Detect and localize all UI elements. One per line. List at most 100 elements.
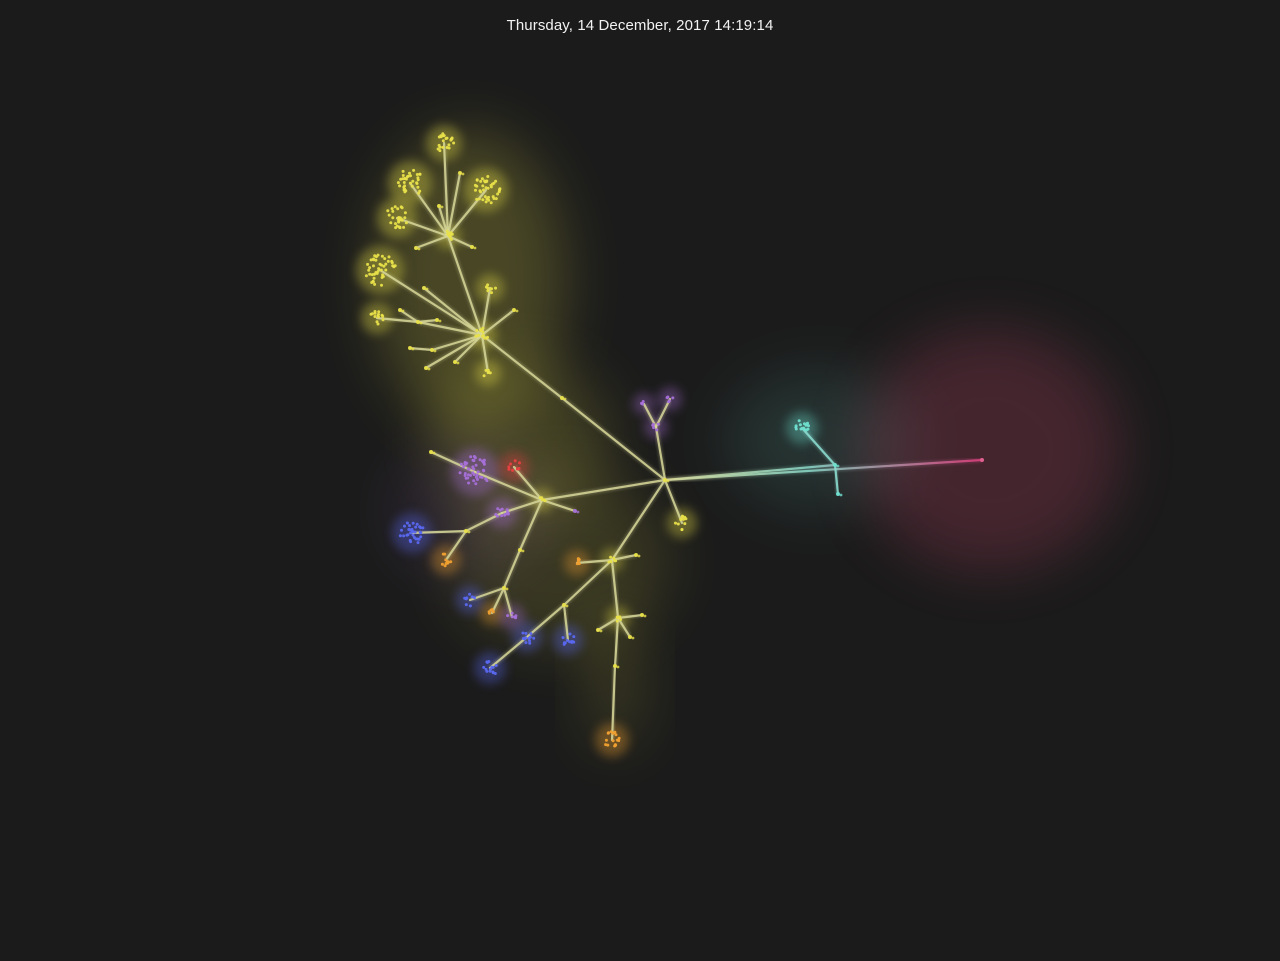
leaf-node-b-22: [631, 636, 635, 640]
node-18-9: [411, 521, 415, 525]
node-2-6: [489, 201, 493, 205]
leaf-node-b-9: [425, 287, 429, 291]
node-15-37: [471, 471, 475, 475]
node-1-30: [409, 181, 412, 185]
leaf-node-4: [512, 308, 516, 312]
node-10-11: [679, 517, 683, 521]
node-12-3: [655, 428, 659, 432]
leaf-node-b-2: [417, 247, 421, 251]
edge-22: [422, 286, 484, 337]
node-11-3: [576, 557, 580, 561]
node-2-23: [477, 197, 481, 201]
edge-50: [562, 603, 570, 642]
node-15-21: [476, 470, 480, 474]
leaf-node-b-12: [438, 319, 442, 323]
leaf-node-16: [518, 548, 522, 552]
leaf-node-17: [502, 586, 506, 590]
node-15-38: [481, 460, 485, 464]
edge-11: [446, 171, 462, 238]
node-27-13: [794, 425, 798, 429]
node-15-26: [474, 463, 478, 467]
node-8-6: [489, 287, 493, 291]
node-23-11: [568, 640, 572, 644]
node-17-8: [500, 507, 504, 511]
node-9-4: [488, 371, 492, 375]
node-18-22: [416, 537, 420, 541]
node-28-5: [542, 498, 546, 502]
node-2-22: [492, 181, 496, 185]
node-15-28: [459, 462, 463, 466]
node-4-29: [372, 264, 375, 268]
node-4-5: [364, 274, 368, 278]
leaf-node-b-14: [576, 510, 580, 514]
node-20-4: [464, 603, 468, 607]
leaf-node-14: [573, 509, 577, 513]
node-1-27: [418, 172, 422, 176]
node-15-11: [472, 479, 476, 483]
node-3-26: [387, 213, 391, 217]
node-8-4: [486, 289, 490, 293]
node-26-11: [604, 738, 608, 742]
node-5-10: [373, 311, 377, 315]
leaf-node-3: [470, 245, 474, 249]
node-23-7: [562, 641, 566, 645]
graph-edges: [375, 141, 984, 742]
node-2-32: [486, 175, 490, 178]
edge-54: [616, 613, 644, 620]
node-18-26: [419, 535, 423, 539]
node-4-32: [382, 264, 386, 268]
node-18-30: [418, 525, 422, 529]
node-1-18: [412, 168, 416, 172]
node-0-0: [452, 141, 456, 145]
leaf-node-22: [628, 635, 632, 639]
node-15-6: [475, 473, 479, 477]
edge-30: [654, 397, 672, 429]
node-27-7: [797, 419, 801, 423]
node-4-1: [379, 268, 383, 272]
node-27-8: [806, 421, 809, 425]
node-22-3: [511, 615, 514, 619]
node-4-28: [373, 272, 376, 276]
node-18-12: [403, 524, 406, 528]
node-19-3: [449, 560, 453, 564]
leaf-node-b-1: [440, 205, 444, 209]
node-26-13: [613, 744, 617, 748]
node-17-7: [500, 514, 504, 518]
node-1-13: [396, 181, 400, 185]
edge-53: [610, 558, 620, 620]
edge-49: [562, 558, 614, 607]
node-2-30: [481, 184, 485, 188]
node-18-31: [405, 521, 409, 525]
node-8-7: [494, 286, 497, 290]
node-15-33: [469, 455, 473, 459]
node-1-6: [402, 185, 406, 189]
node-9-1: [486, 368, 490, 372]
node-7-6: [474, 334, 478, 338]
node-3-23: [397, 225, 401, 229]
leaf-node-b-20: [643, 614, 647, 618]
edge-48: [575, 558, 614, 565]
leaf-node-b-16: [521, 549, 525, 553]
node-26-14: [611, 739, 615, 743]
node-26-17: [606, 731, 610, 735]
leaf-node-b-17: [505, 587, 509, 591]
leaf-node-20: [640, 613, 644, 617]
node-15-36: [465, 461, 469, 465]
edge-13: [414, 234, 450, 250]
leaf-node-b-26: [666, 479, 670, 483]
timestamp-label: Thursday, 14 December, 2017 14:19:14: [506, 17, 774, 34]
edge-32: [540, 478, 667, 502]
node-15-35: [466, 467, 470, 471]
node-15-32: [472, 467, 476, 471]
node-2-27: [498, 187, 502, 191]
node-10-0: [683, 522, 687, 526]
node-19-9: [446, 561, 450, 565]
leaf-node-b-18: [637, 554, 641, 558]
node-3-20: [399, 205, 403, 209]
edge-44: [490, 586, 506, 615]
node-3-11: [396, 217, 400, 221]
node-1-12: [401, 174, 405, 177]
node-10-5: [680, 528, 684, 532]
leaf-node-26: [663, 478, 667, 482]
